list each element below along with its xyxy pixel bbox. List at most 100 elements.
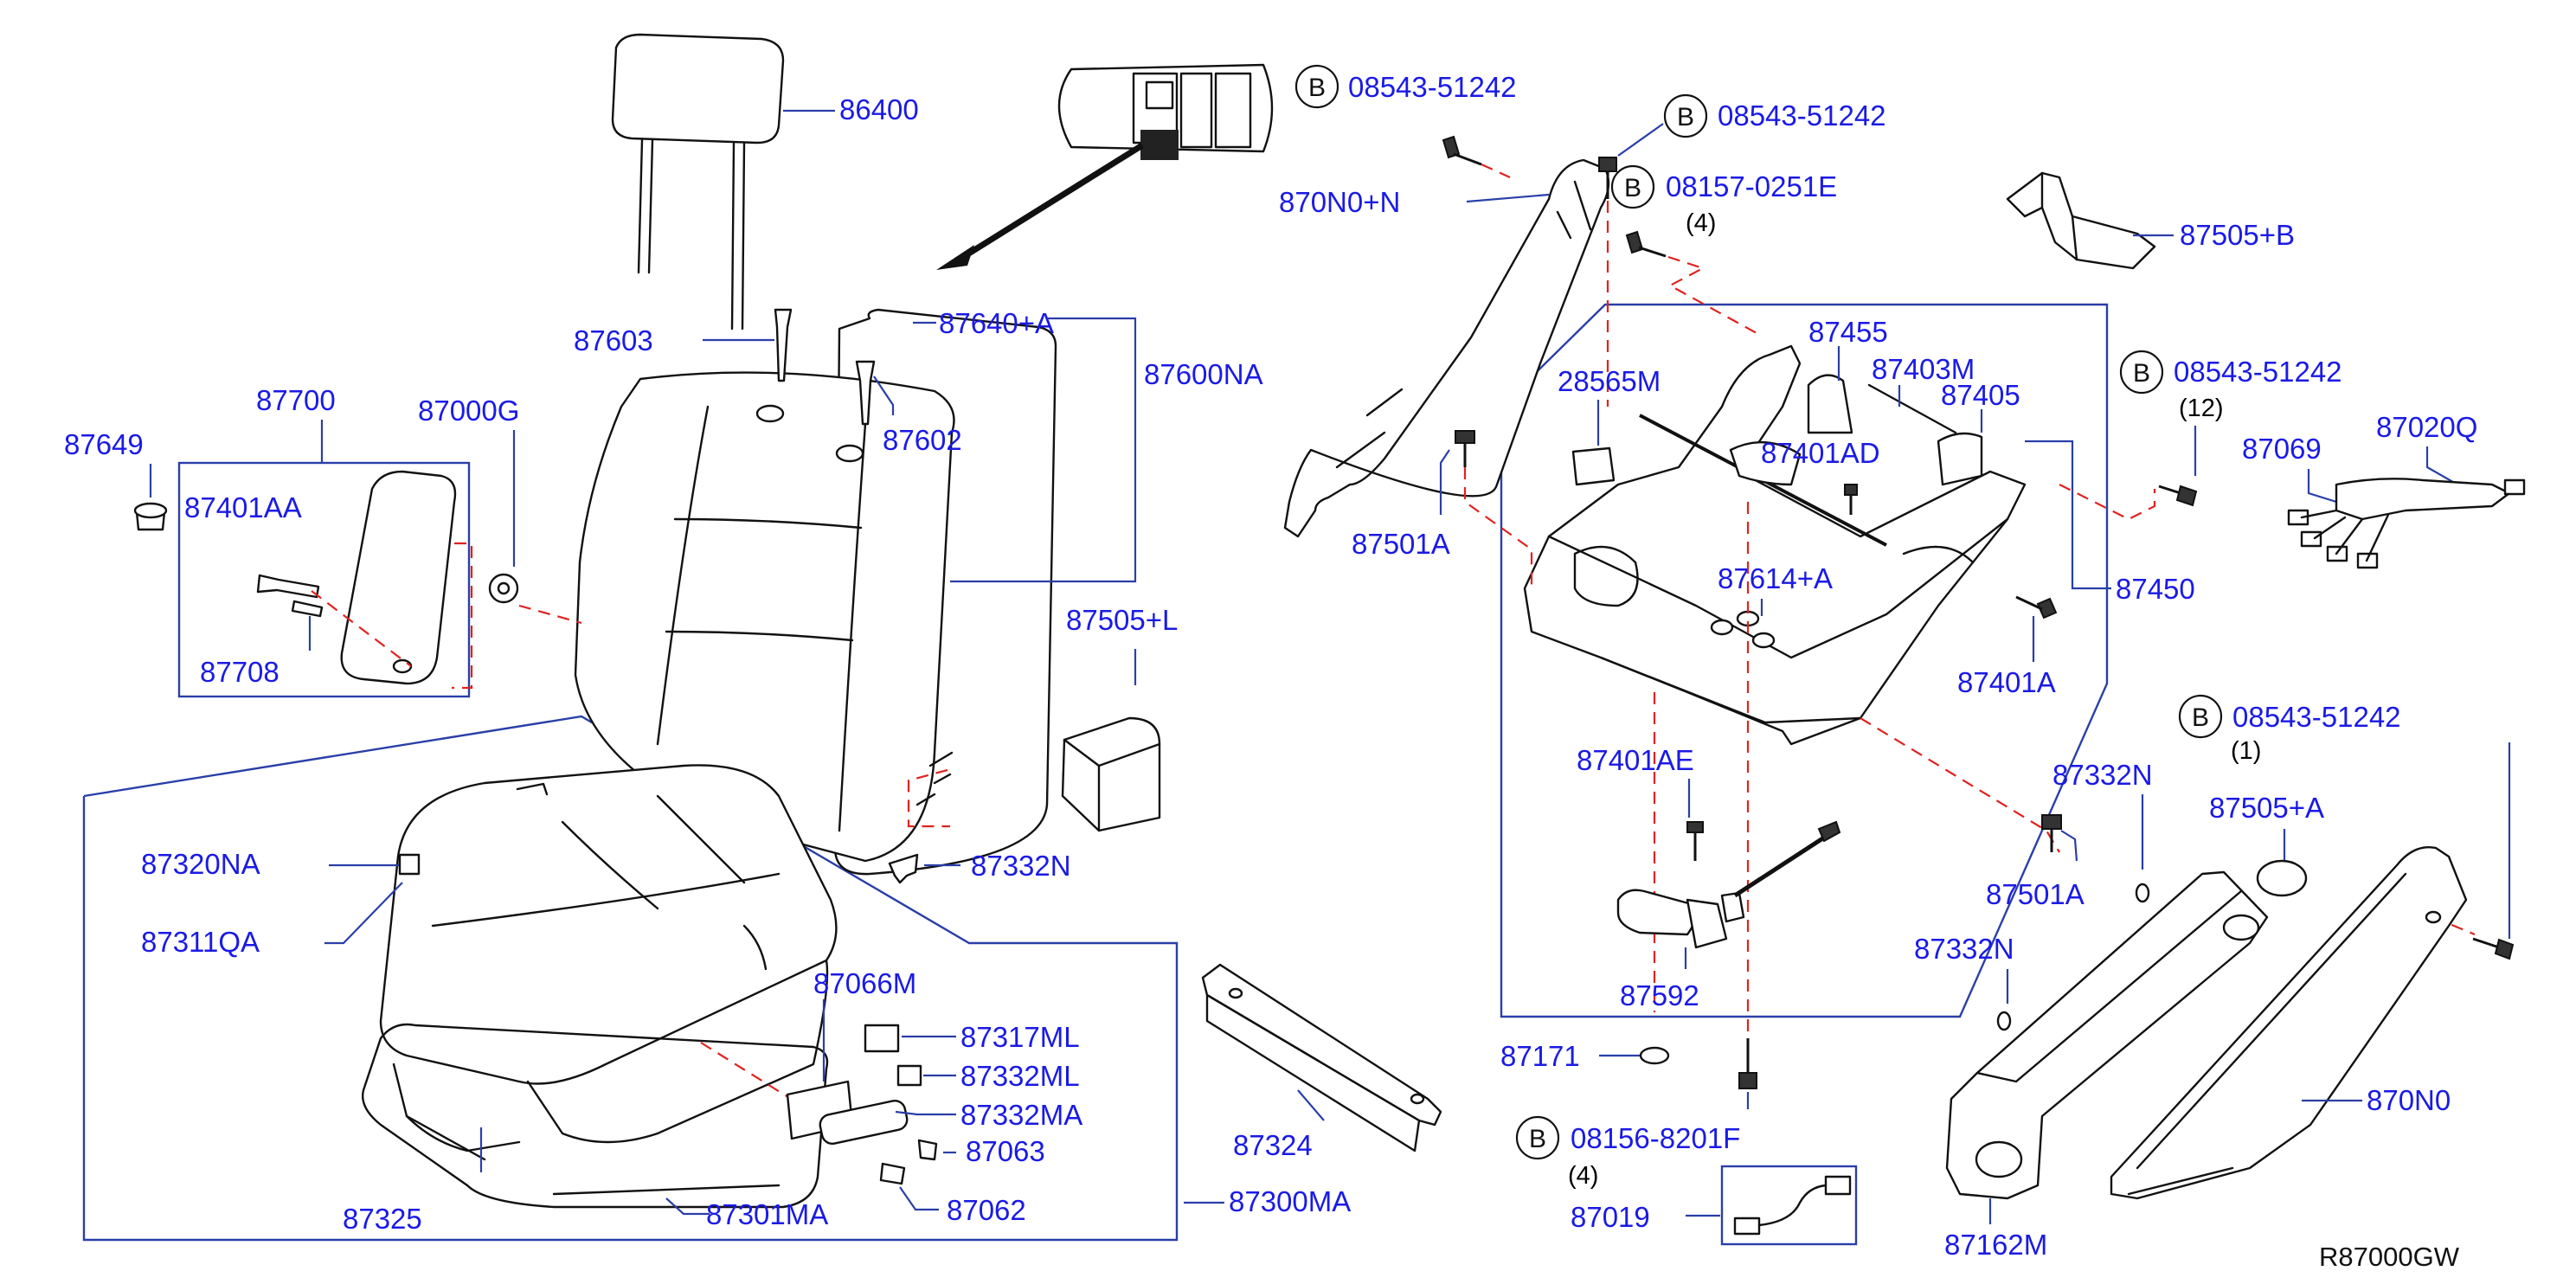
- bracket-87405: [1937, 432, 1983, 486]
- seat-adjuster-frame: [1523, 344, 2027, 746]
- cushion-group-box: [82, 715, 1179, 1242]
- group-boxes: [82, 303, 2109, 1246]
- nuts-87614a: [1710, 610, 1776, 649]
- bolt-spec-part: 08543-51242: [1348, 71, 1517, 103]
- bracket-87320na: [398, 853, 421, 876]
- part-87020q: 87020Q: [2376, 411, 2477, 443]
- bolt-spec-b: B: [1529, 1125, 1546, 1153]
- headrest-pad: [611, 33, 785, 144]
- part-87019: 87019: [1571, 1201, 1650, 1233]
- bolt-08157: [1625, 230, 1667, 258]
- part-87592: 87592: [1620, 979, 1699, 1011]
- part-87401ae: 87401AE: [1577, 744, 1694, 776]
- part-86400: 86400: [839, 93, 919, 125]
- clip-87063: [917, 1139, 938, 1161]
- bolt-12: [2158, 485, 2198, 507]
- part-28565m: 28565M: [1558, 365, 1661, 397]
- part-87450: 87450: [2116, 573, 2195, 605]
- bolt-spec-part: 08543-51242: [1718, 100, 1886, 132]
- part-87603: 87603: [574, 324, 653, 356]
- part-87311qa: 87311QA: [141, 926, 260, 958]
- part-87700: 87700: [256, 384, 336, 416]
- part-87301ma: 87301MA: [706, 1198, 828, 1230]
- bolt-spec-b: B: [2133, 359, 2150, 388]
- bolt-spec-part: 08543-51242: [2174, 356, 2342, 388]
- bolt-spec-circle: [1294, 64, 1339, 109]
- cap-87505a: [2256, 859, 2308, 897]
- part-87332ma: 87332MA: [960, 1099, 1082, 1131]
- part-870n0n: 870N0+N: [1279, 186, 1400, 218]
- part-87600na: 87600NA: [1144, 358, 1263, 390]
- bolt-spec-qty: (12): [2179, 395, 2224, 422]
- armrest-group-box: [177, 461, 471, 698]
- seat-back: [574, 308, 1057, 876]
- washer-87000g: [488, 573, 519, 604]
- bracket-87505b: [2006, 171, 2156, 270]
- pin-87602: [855, 360, 876, 426]
- part-87000g: 87000G: [418, 395, 519, 427]
- part-87069: 87069: [2242, 433, 2322, 465]
- bolt-87501a-left: [1455, 430, 1475, 467]
- part-87062: 87062: [947, 1194, 1026, 1226]
- part-87649: 87649: [64, 428, 144, 460]
- armrest-pad: [340, 470, 457, 685]
- clip-87332n: [888, 853, 919, 884]
- part-87324: 87324: [1233, 1129, 1313, 1161]
- bolt-spec-part: 08156-8201F: [1571, 1122, 1740, 1154]
- bolt-top-mid: [1598, 157, 1617, 199]
- trim-87162m: [1945, 870, 2269, 1200]
- seat-frame-group-box: [1500, 303, 2109, 1018]
- bolt-spec-b: B: [2192, 703, 2209, 732]
- selected-seat-marker: [1140, 130, 1179, 160]
- bolt-spec-b: B: [1624, 174, 1641, 202]
- part-87602: 87602: [883, 424, 962, 456]
- part-87708: 87708: [200, 656, 279, 688]
- part-87401aa: 87401AA: [184, 491, 302, 523]
- bolt-spec-qty: (1): [2231, 737, 2261, 765]
- bolt-87401ae: [1686, 821, 1704, 861]
- bolt-spec-b: B: [1308, 74, 1326, 102]
- part-87405: 87405: [1941, 379, 2020, 411]
- rod-87403m: [1867, 383, 1957, 434]
- bolt-spec-b: B: [1677, 103, 1694, 132]
- bolt-spec-part: 08157-0251E: [1666, 170, 1837, 202]
- headrest: [611, 33, 785, 331]
- part-87401ad: 87401AD: [1761, 437, 1880, 469]
- bolt-87401aa: [256, 574, 320, 599]
- seat-position-icon: [936, 63, 1274, 270]
- bolt-87401a: [2015, 595, 2058, 620]
- motor-87592: [1616, 820, 1841, 949]
- part-87614a: 87614+A: [1718, 562, 1833, 594]
- rail-cover-87324: [1201, 963, 1442, 1152]
- bolt-top-left: [1442, 135, 1482, 166]
- part-87300ma: 87300MA: [1229, 1185, 1351, 1217]
- part-87171: 87171: [1500, 1040, 1580, 1072]
- bolt-87501a-right: [2041, 814, 2062, 852]
- bolt-spec-qty: (4): [1686, 209, 1716, 237]
- washer-87171: [1639, 1046, 1670, 1065]
- part-87401a: 87401A: [1957, 666, 2056, 698]
- seat-cushion: [379, 764, 838, 1144]
- part-87505a: 87505+A: [2209, 792, 2324, 824]
- clip-87317ml: [864, 1024, 900, 1053]
- part-87066m: 87066M: [813, 967, 916, 999]
- module-28565m: [1571, 446, 1616, 486]
- diagram-reference-code: R87000GW: [2319, 1242, 2460, 1272]
- plug-87332n-right: [2135, 883, 2150, 903]
- harness-87019: [1733, 1175, 1852, 1236]
- part-87317ml: 87317ML: [960, 1021, 1080, 1053]
- part-87332n-back: 87332N: [971, 850, 1071, 882]
- part-87320na: 87320NA: [141, 848, 260, 880]
- clip-87062: [879, 1162, 906, 1185]
- part-87063: 87063: [966, 1135, 1045, 1167]
- bolt-08156: [1738, 1038, 1757, 1089]
- bracket-87455: [1807, 374, 1853, 434]
- part-87505b: 87505+B: [2180, 219, 2295, 251]
- part-87501a-right: 87501A: [1986, 878, 2085, 910]
- part-87505l: 87505+L: [1066, 604, 1178, 636]
- cover-870n0: [2110, 846, 2468, 1200]
- bolt-spec-qty: (4): [1568, 1162, 1598, 1190]
- harness-87019-box: [1720, 1165, 1858, 1246]
- pad-87505l: [1061, 716, 1161, 832]
